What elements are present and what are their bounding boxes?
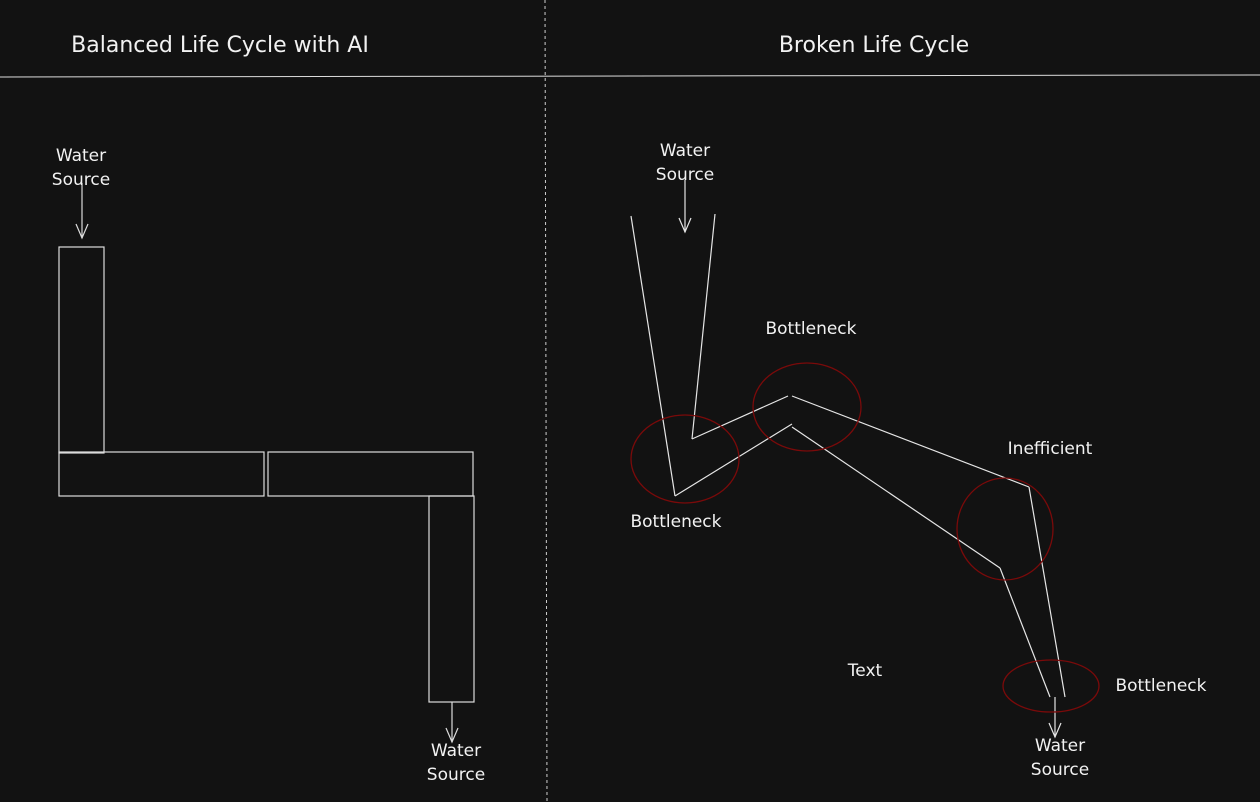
bottleneck-label: Bottleneck bbox=[765, 319, 857, 339]
label-line: Water bbox=[55, 146, 107, 166]
pipe-horizontal-right bbox=[267, 451, 474, 497]
header-divider bbox=[0, 74, 1260, 78]
pipe-vertical-bottom bbox=[428, 495, 475, 703]
bottleneck-circle bbox=[752, 362, 862, 452]
panel-divider bbox=[544, 0, 548, 802]
pipe-horizontal-left bbox=[58, 451, 265, 497]
bottleneck-circle bbox=[630, 414, 740, 504]
bottleneck-circle bbox=[1002, 659, 1100, 713]
label-line: Source bbox=[1030, 760, 1090, 780]
label-line: Water bbox=[1034, 736, 1086, 756]
left-title: Balanced Life Cycle with AI bbox=[71, 33, 369, 58]
label-line: Water bbox=[430, 741, 482, 761]
bottleneck-label: Bottleneck bbox=[630, 512, 722, 532]
broken-pipe bbox=[630, 180, 1066, 739]
arrow-down-icon bbox=[1048, 697, 1062, 739]
right-title: Broken Life Cycle bbox=[778, 33, 970, 58]
arrow-down-icon bbox=[445, 702, 459, 744]
inefficient-circle bbox=[956, 477, 1054, 581]
label-line: Water bbox=[659, 141, 711, 161]
arrow-down-icon bbox=[75, 183, 89, 240]
label-line: Source bbox=[655, 165, 715, 185]
text-label: Text bbox=[847, 661, 883, 681]
label-line: Source bbox=[426, 765, 486, 785]
inefficient-label: Inefficient bbox=[1007, 439, 1093, 459]
pipe-vertical-top bbox=[58, 246, 105, 454]
arrow-down-icon bbox=[678, 180, 692, 234]
bottleneck-label: Bottleneck bbox=[1115, 676, 1207, 696]
label-line: Source bbox=[51, 170, 111, 190]
